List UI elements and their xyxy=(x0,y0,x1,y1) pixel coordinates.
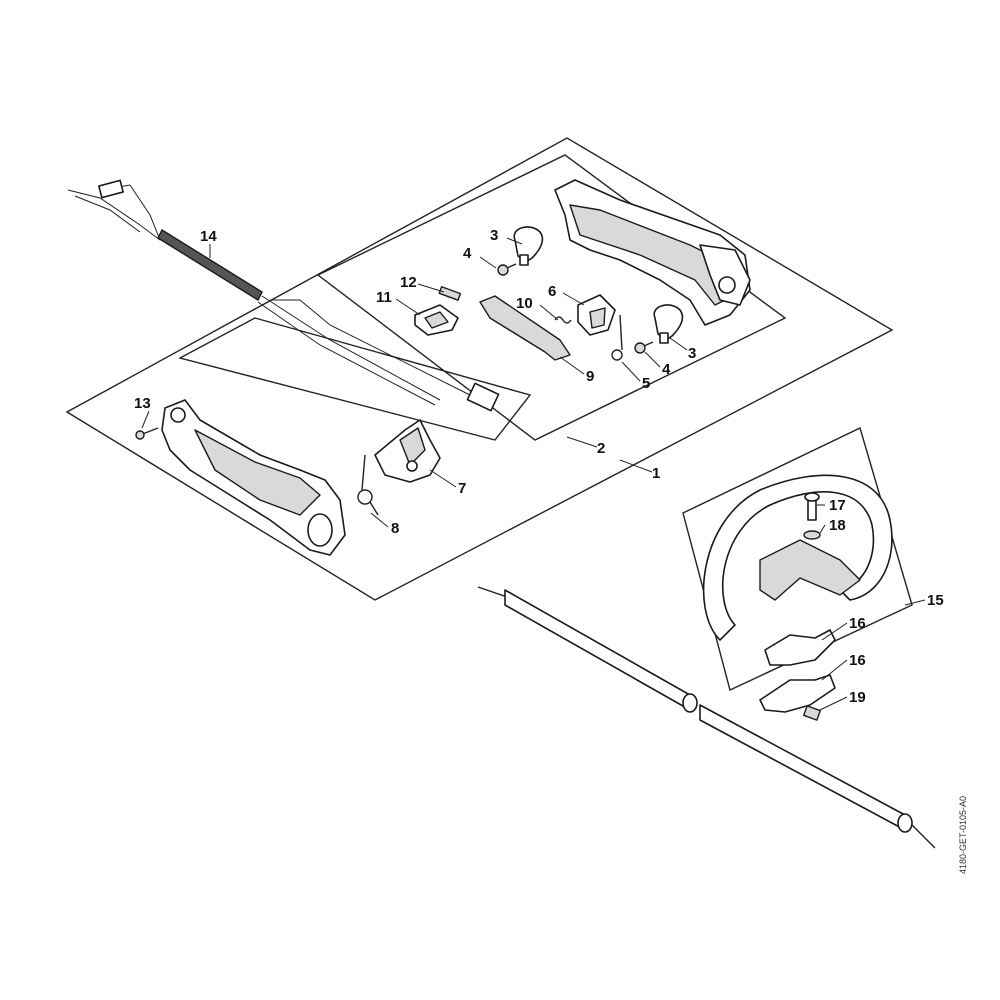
callout-2[interactable]: 2 xyxy=(597,440,605,457)
drive-tube xyxy=(477,586,936,849)
front-handle xyxy=(161,399,346,556)
wiring-harness xyxy=(67,179,500,412)
screw-13 xyxy=(135,427,159,440)
callout-5[interactable]: 5 xyxy=(642,375,650,392)
screw-upper xyxy=(497,263,517,276)
callout-11[interactable]: 11 xyxy=(376,289,392,306)
rear-handle-housing xyxy=(554,179,751,326)
callout-14[interactable]: 14 xyxy=(200,228,217,245)
drawing-code: 4180-GET-0105-A0 xyxy=(958,796,968,874)
callout-1[interactable]: 1 xyxy=(652,465,660,482)
callout-16-lower[interactable]: 16 xyxy=(849,652,866,669)
torsion-spring-8 xyxy=(357,454,379,516)
callout-10[interactable]: 10 xyxy=(516,295,533,312)
callout-9[interactable]: 9 xyxy=(586,368,594,385)
callout-16-upper[interactable]: 16 xyxy=(849,615,866,632)
hose-clamp-lower xyxy=(653,304,684,344)
callout-12[interactable]: 12 xyxy=(400,274,417,291)
assembly-frame-14 xyxy=(178,317,532,441)
slide-12 xyxy=(438,286,462,301)
callout-8[interactable]: 8 xyxy=(391,520,399,537)
callout-4-lower[interactable]: 4 xyxy=(662,361,671,378)
callout-3-upper[interactable]: 3 xyxy=(490,227,498,244)
callout-17[interactable]: 17 xyxy=(829,497,846,514)
throttle-lever-7 xyxy=(374,419,441,483)
spring-10 xyxy=(554,316,572,324)
loop-handle xyxy=(702,474,893,641)
callout-13[interactable]: 13 xyxy=(134,395,151,412)
callout-18[interactable]: 18 xyxy=(829,517,846,534)
washer-18 xyxy=(803,530,821,540)
callout-15[interactable]: 15 xyxy=(927,592,944,609)
interlock-lever xyxy=(479,295,571,361)
callout-4-upper[interactable]: 4 xyxy=(463,245,472,262)
torsion-spring-5 xyxy=(611,314,623,361)
assembly-frame-1 xyxy=(65,137,894,601)
callouts: 1 2 3 3 4 4 5 6 7 8 9 10 11 12 13 14 15 … xyxy=(134,227,944,706)
assembly-frame-2 xyxy=(316,154,787,441)
callout-19[interactable]: 19 xyxy=(849,689,866,706)
clamp-plate-upper xyxy=(764,629,836,666)
screw-17 xyxy=(804,492,820,521)
callout-7[interactable]: 7 xyxy=(458,480,466,497)
screw-lower xyxy=(634,341,654,354)
callout-3-lower[interactable]: 3 xyxy=(688,345,696,362)
throttle-trigger xyxy=(577,294,616,336)
callout-6[interactable]: 6 xyxy=(548,283,556,300)
clamp-plate-lower xyxy=(759,674,836,713)
hose-clamp-upper xyxy=(513,226,544,266)
stop-switch xyxy=(414,304,459,336)
nut-19 xyxy=(803,705,821,721)
leader-lines xyxy=(141,237,926,711)
